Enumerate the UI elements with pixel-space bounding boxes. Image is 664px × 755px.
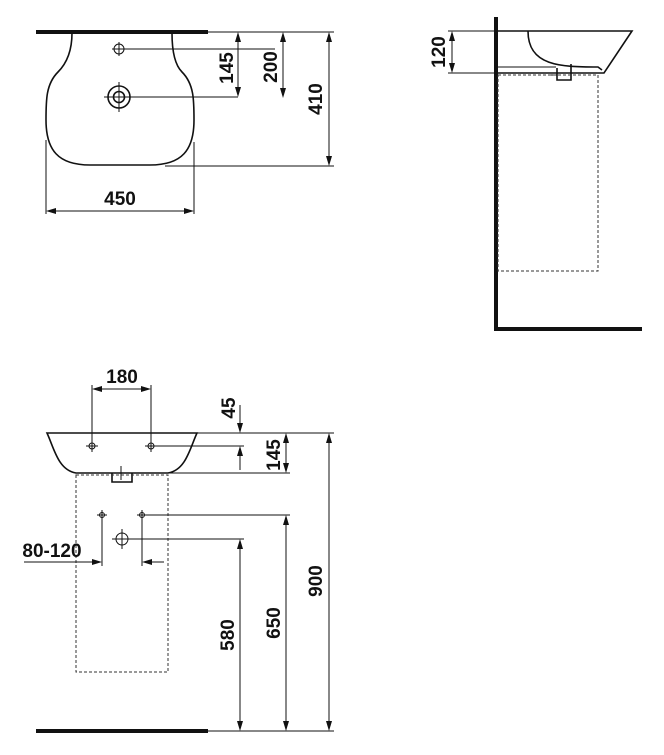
dim-depth: 410 [306,83,327,115]
top-view: 145 200 410 450 [36,30,334,214]
dim-tap-hole-depth: 45 [219,397,240,419]
tap-hole-left-icon [86,440,98,452]
front-view-pedestal-outline [75,474,169,673]
dim-rim-height: 900 [306,565,327,597]
dim-bowl-height: 145 [264,439,285,471]
dim-trap-outlet-height: 580 [218,619,239,651]
dim-width: 450 [104,189,136,210]
dim-height: 120 [429,36,450,68]
wall-outlet-icon [112,529,132,549]
side-view-pedestal-outline [497,74,599,272]
dim-trap-offset: 80-120 [22,541,81,562]
supply-left-icon [97,510,107,520]
front-view-trap-icon [111,473,133,483]
front-view-basin-outline [45,432,199,474]
top-view-basin-outline [45,32,195,166]
front-view: 180 45 145 80-120 580 650 900 [22,367,334,733]
dim-supply-height: 650 [264,607,285,639]
dim-waste-from-wall: 145 [217,52,238,84]
side-view-basin-profile [498,30,634,74]
tap-hole-right-icon [145,440,157,452]
supply-right-icon [137,510,147,520]
side-view: 120 [429,17,642,331]
dim-tap-hole-from-wall: 200 [261,51,282,83]
dim-tap-hole-spacing: 180 [106,367,138,388]
side-view-trap-icon [556,64,572,81]
